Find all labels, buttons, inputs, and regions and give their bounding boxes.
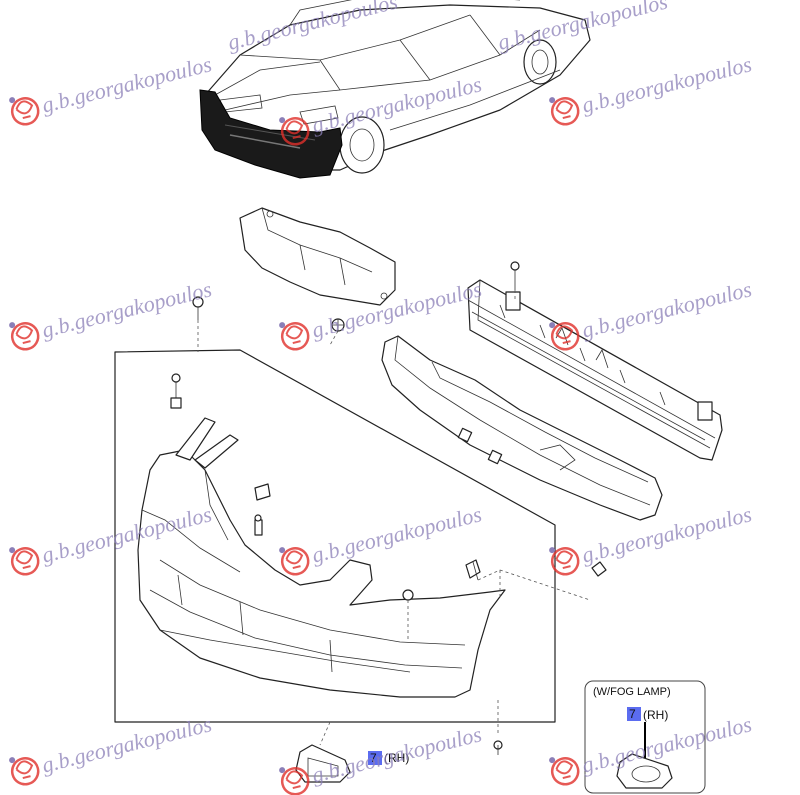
bezel-marker-number: 7 [370,751,377,765]
watermark: g.b.georgakopoulos [9,51,214,126]
logo-emblem-icon [549,97,580,126]
upper-bracket [239,207,396,306]
fog-lamp-box-title: (W/FOG LAMP) [593,686,671,698]
bumper-reinforcement [467,261,723,461]
fog-lamp-callout: (W/FOG LAMP) 7 (RH) [584,680,706,794]
marker-number-box [368,751,382,765]
watermark: g.b.georgakopoulos [9,711,214,786]
logo-emblem-icon [279,547,310,576]
logo-emblem-icon [279,322,310,351]
watermark-text: g.b.georgakopoulos [579,51,754,117]
logo-emblem-icon [279,767,310,795]
logo-emblem-icon [549,547,580,576]
assembly-frame [114,349,556,723]
fasteners [170,373,607,640]
push-clip [329,318,345,346]
fog-marker-number: 7 [629,707,636,721]
bumper-cover [137,417,506,698]
fog-bezel-rh: 7 (RH) [295,721,409,783]
watermark-text: g.b.georgakopoulos [309,501,484,567]
bezel-rh-label: (RH) [384,751,409,765]
logo-emblem-icon [549,757,580,786]
watermark-text: g.b.georgakopoulos [309,721,484,787]
fog-marker-number-box [627,707,641,721]
watermark-text: g.b.georgakopoulos [39,711,214,777]
logo-emblem-icon [549,322,580,351]
watermark-text: g.b.georgakopoulos [39,276,214,342]
watermark-text: g.b.georgakopoulos [579,501,754,567]
lower-screw [493,700,503,755]
watermark-text: g.b.georgakopoulos [579,276,754,342]
watermark-text: g.b.georgakopoulos [39,51,214,117]
watermark: g.b.georgakopoulos [9,276,214,351]
logo-emblem-icon [9,547,40,576]
watermark: g.b.georgakopoulos [279,501,484,576]
logo-emblem-icon [279,117,310,146]
energy-absorber [381,335,663,521]
fog-rh-label: (RH) [643,708,668,722]
watermark: g.b.georgakopoulos [549,51,754,126]
logo-emblem-icon [9,97,40,126]
frame-bolt [192,296,204,352]
logo-emblem-icon [9,322,40,351]
logo-emblem-icon [9,757,40,786]
